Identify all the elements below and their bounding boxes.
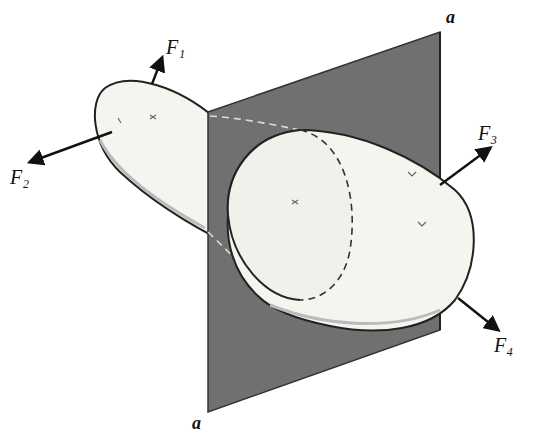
body-shading [100, 140, 205, 228]
body-shading [270, 305, 440, 324]
hidden-line [210, 116, 300, 130]
force-arrow [30, 58, 498, 330]
hidden-line [300, 130, 352, 300]
force-label: F₁ [166, 36, 185, 58]
plane-label: a [192, 414, 201, 434]
force-label: F₄ [494, 334, 513, 356]
body-right [228, 130, 474, 330]
force-label: F₂ [10, 166, 29, 188]
section-outline [228, 130, 300, 300]
stipple [118, 115, 426, 226]
force-label: F₃ [478, 122, 497, 144]
section-face [228, 130, 352, 300]
plane-label: a [446, 8, 455, 28]
